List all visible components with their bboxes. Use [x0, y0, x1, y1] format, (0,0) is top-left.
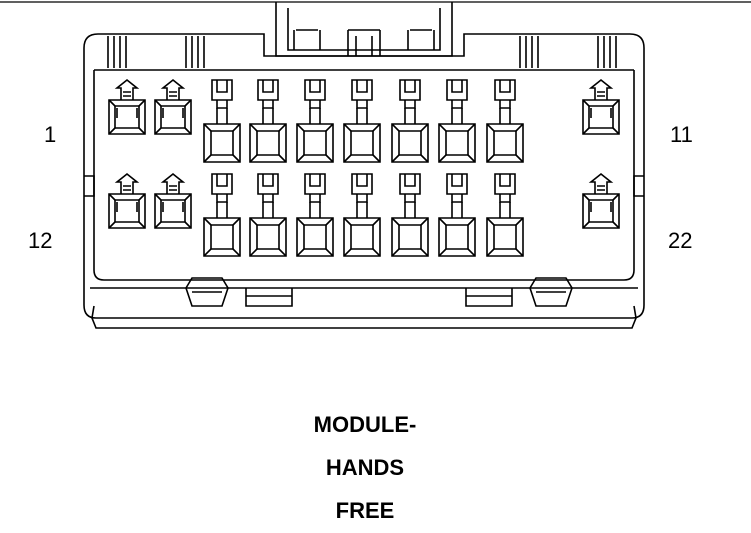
caption-line-1: MODULE- [313, 412, 417, 437]
terminal-square [343, 79, 381, 163]
terminal-cavities [108, 78, 620, 257]
housing-outline [83, 33, 645, 329]
pin-label-22: 22 [668, 228, 693, 253]
terminal-hook [108, 172, 146, 229]
pin-label-1: 1 [44, 122, 57, 147]
terminal-square [486, 79, 524, 163]
caption-line-2: HANDS [325, 455, 405, 480]
terminal-hook [108, 78, 146, 135]
terminal-hook [154, 78, 192, 135]
terminal-square [438, 79, 476, 163]
caption-line-3: FREE [335, 498, 395, 523]
terminal-square [391, 173, 429, 257]
pin-label-12: 12 [28, 228, 53, 253]
terminal-square [391, 79, 429, 163]
terminal-square [203, 79, 241, 163]
terminal-square [343, 173, 381, 257]
locking-tab [275, 2, 453, 57]
pin-label-11: 11 [670, 122, 693, 147]
terminal-square [296, 173, 334, 257]
terminal-square [486, 173, 524, 257]
terminal-hook [582, 78, 620, 135]
terminal-square [249, 173, 287, 257]
terminal-hook [154, 172, 192, 229]
terminal-square [203, 173, 241, 257]
terminal-square [438, 173, 476, 257]
terminal-square [296, 79, 334, 163]
terminal-square [249, 79, 287, 163]
terminal-hook [582, 172, 620, 229]
